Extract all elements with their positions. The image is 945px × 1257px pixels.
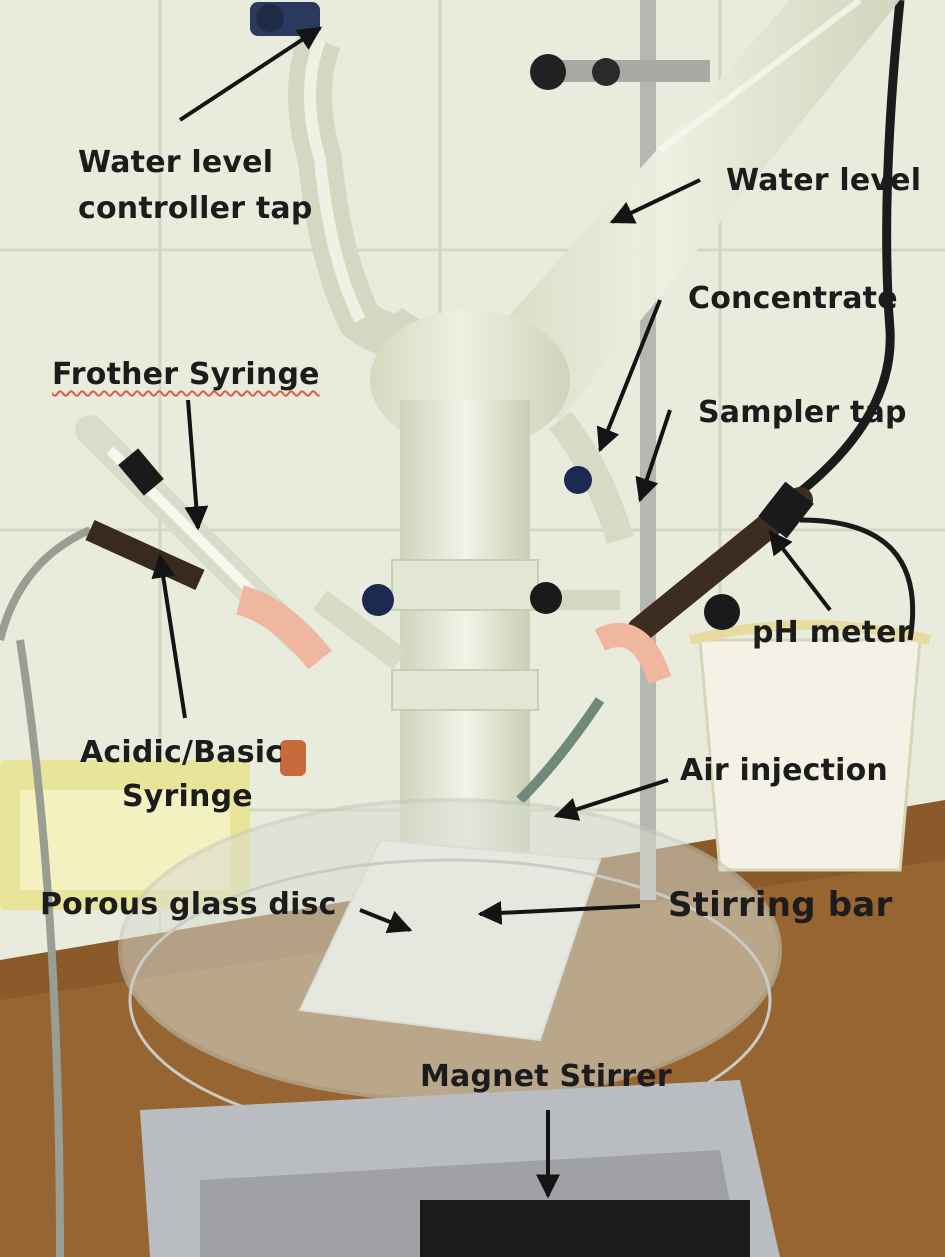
- arrow-stirring-bar: [477, 900, 641, 925]
- label-stirring-bar: Stirring bar: [668, 885, 893, 925]
- arrow-concentrate: [596, 299, 662, 453]
- arrow-porous-glass-disc: [359, 908, 413, 934]
- label-sampler-tap: Sampler tap: [698, 395, 907, 430]
- annotation-arrows: [151, 26, 832, 1199]
- arrow-frother-syringe: [184, 399, 209, 531]
- arrow-water-level-controller-tap: [178, 26, 323, 122]
- arrow-acidic-basic-syringe: [151, 553, 187, 719]
- plastic-bucket: [688, 517, 932, 872]
- ph-meter-cable: [787, 0, 905, 504]
- ph-meter-probe: [594, 481, 814, 685]
- label-frother-syringe: Frother Syringe: [52, 357, 320, 392]
- label-magnet-stirrer: Magnet Stirrer: [420, 1059, 672, 1094]
- label-water-level: Water level: [726, 163, 922, 198]
- acidic-basic-syringe: [0, 519, 306, 1257]
- label-acidic-basic-syringe-1: Acidic/Basic: [80, 735, 284, 770]
- arrow-air-injection: [553, 778, 669, 821]
- label-concentrate: Concentrate: [688, 281, 898, 316]
- label-acidic-basic-syringe-2: Syringe: [122, 779, 253, 814]
- label-porous-glass-disc: Porous glass disc: [40, 887, 337, 922]
- frother-syringe: [75, 415, 332, 670]
- arrow-ph-meter: [768, 530, 832, 612]
- arrow-water-level: [609, 178, 701, 224]
- label-water-level-controller-tap-1: Water level: [78, 145, 274, 180]
- label-air-injection: Air injection: [680, 753, 888, 788]
- arrow-sampler-tap: [635, 409, 672, 503]
- label-ph-meter: pH meter: [752, 615, 912, 650]
- magnet-stirrer-body: [140, 1080, 780, 1257]
- label-water-level-controller-tap-2: controller tap: [78, 191, 313, 226]
